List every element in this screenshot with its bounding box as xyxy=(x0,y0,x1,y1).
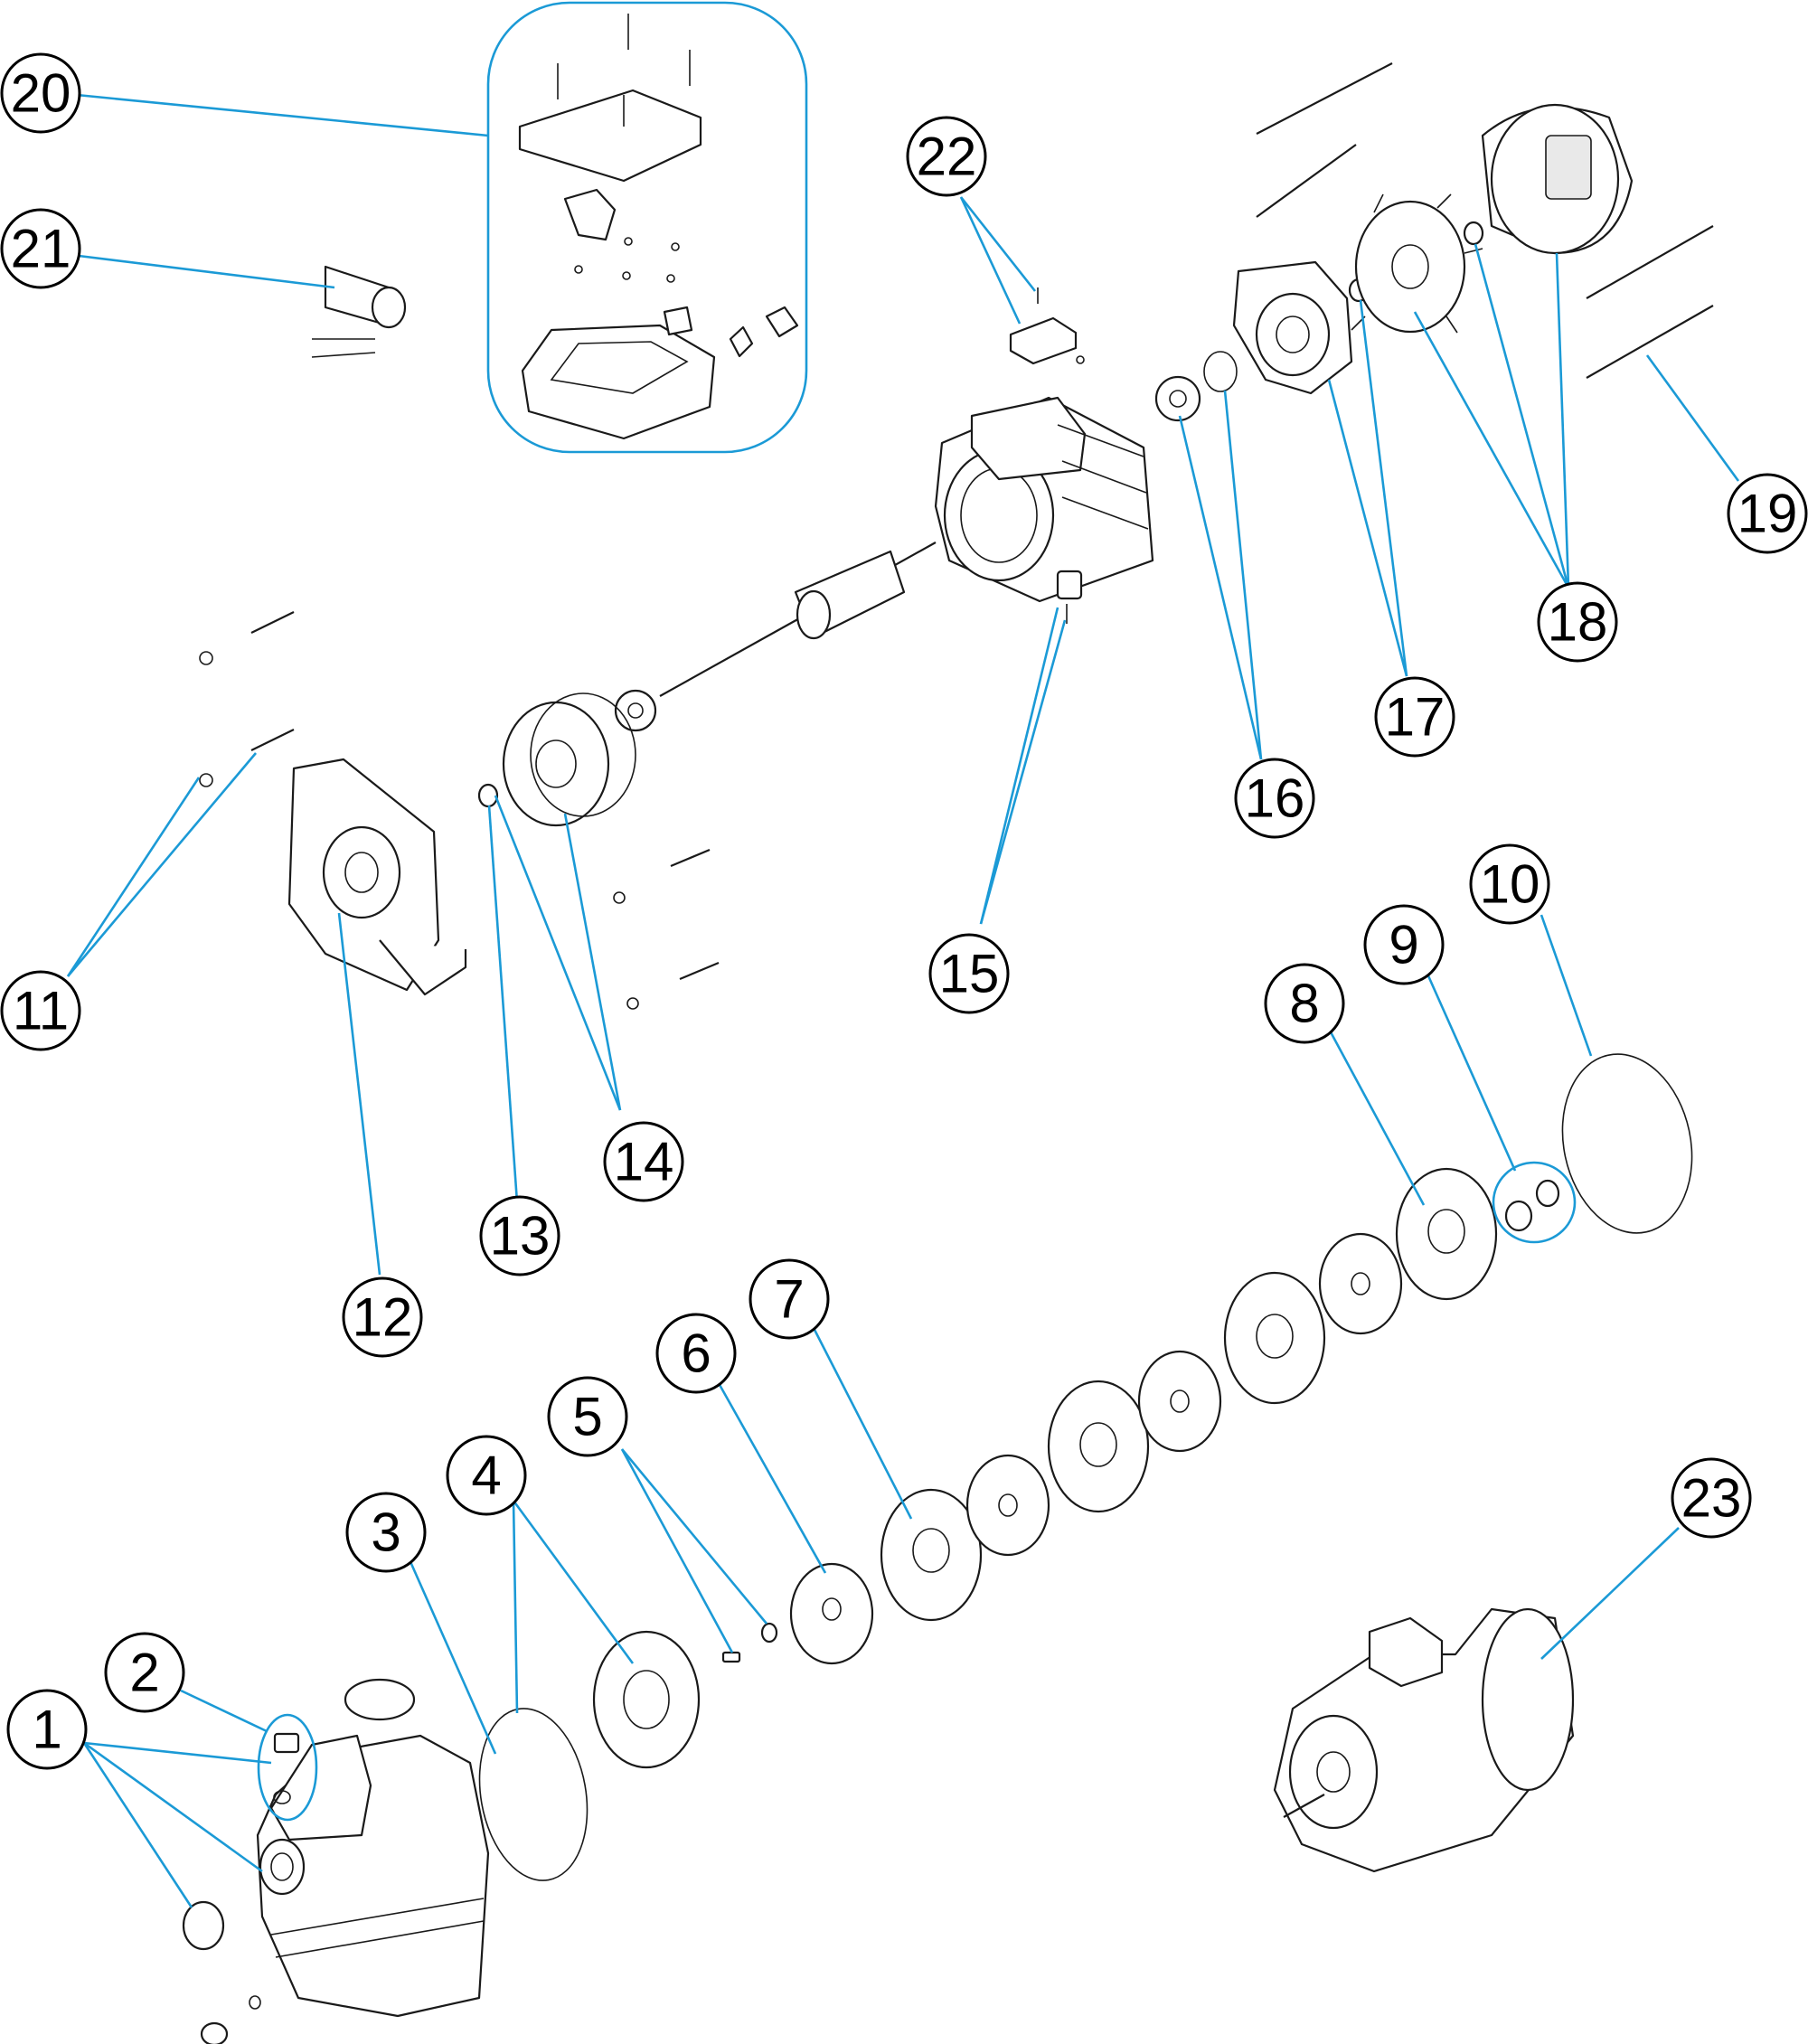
part-bearing-rear xyxy=(1154,351,1238,422)
callout-21-label: 21 xyxy=(11,219,71,279)
part-rotor-shaft xyxy=(614,542,937,732)
callout-15-label: 15 xyxy=(939,944,1000,1004)
part-tie-rods xyxy=(1256,62,1714,379)
callout-5-label: 5 xyxy=(572,1387,602,1447)
callout-3: 3 xyxy=(345,1492,427,1573)
part-oring-large xyxy=(1561,1053,1693,1234)
callout-18: 18 xyxy=(1537,581,1618,663)
callout-22-label: 22 xyxy=(917,127,977,187)
callout-17-label: 17 xyxy=(1385,687,1445,748)
part-priming-plug xyxy=(257,1713,318,1822)
part-impeller-stages xyxy=(789,1167,1498,1665)
callout-16-label: 16 xyxy=(1245,768,1305,829)
part-terminal-box-assembly xyxy=(486,1,808,454)
part-pump-body xyxy=(182,1678,490,2044)
callout-10: 10 xyxy=(1469,843,1550,925)
callout-10-label: 10 xyxy=(1480,854,1540,915)
callout-22: 22 xyxy=(906,116,987,197)
callout-15: 15 xyxy=(928,933,1010,1014)
callout-23-label: 23 xyxy=(1681,1468,1742,1529)
callout-7-label: 7 xyxy=(774,1269,804,1330)
callout-6-label: 6 xyxy=(681,1323,711,1384)
callout-11-label: 11 xyxy=(13,981,69,1041)
callout-4: 4 xyxy=(446,1435,527,1516)
callout-5: 5 xyxy=(547,1376,628,1457)
callout-17: 17 xyxy=(1374,676,1455,758)
callout-13-label: 13 xyxy=(490,1206,551,1267)
part-assembled-motor xyxy=(1273,1607,1575,1873)
callout-14-label: 14 xyxy=(614,1132,674,1192)
callout-20: 20 xyxy=(0,52,81,134)
callout-18-label: 18 xyxy=(1548,592,1608,653)
part-ejector-diffuser xyxy=(592,1630,701,1769)
part-pump-body-oring xyxy=(478,1708,589,1881)
callout-3-label: 3 xyxy=(371,1502,400,1563)
callout-6: 6 xyxy=(655,1313,737,1394)
callout-16: 16 xyxy=(1234,758,1315,839)
callout-20-label: 20 xyxy=(11,63,71,124)
callout-12: 12 xyxy=(342,1276,423,1358)
part-drain-plug xyxy=(1056,570,1083,624)
callout-14: 14 xyxy=(603,1121,684,1202)
part-impeller-nut xyxy=(721,1622,778,1663)
callout-9: 9 xyxy=(1363,904,1445,985)
callout-19: 19 xyxy=(1727,473,1808,554)
callout-7: 7 xyxy=(749,1258,830,1340)
callout-9-label: 9 xyxy=(1389,915,1418,975)
part-fan-and-cover xyxy=(1351,103,1634,334)
part-capacitor xyxy=(311,265,407,358)
callout-21: 21 xyxy=(0,208,81,289)
callout-19-label: 19 xyxy=(1737,484,1798,544)
callout-1-label: 1 xyxy=(32,1700,61,1760)
leader-lines xyxy=(66,93,1740,1908)
callout-8-label: 8 xyxy=(1289,974,1319,1034)
callout-12-label: 12 xyxy=(353,1287,413,1348)
callout-11: 11 xyxy=(0,970,81,1051)
part-motor-stator-housing xyxy=(934,396,1154,603)
callout-23: 23 xyxy=(1671,1457,1752,1539)
callout-8: 8 xyxy=(1264,963,1345,1044)
callout-2: 2 xyxy=(104,1632,185,1713)
part-motor-bracket xyxy=(287,758,467,996)
part-terminal-block xyxy=(1009,287,1085,365)
part-bracket-screws xyxy=(199,611,295,787)
part-stage-bearing xyxy=(1492,1161,1577,1244)
callout-1: 1 xyxy=(6,1689,88,1770)
callout-2-label: 2 xyxy=(129,1643,159,1703)
callout-13: 13 xyxy=(479,1195,560,1276)
part-rear-end-shield xyxy=(1232,260,1370,395)
callout-4-label: 4 xyxy=(471,1446,501,1506)
part-flange-screws xyxy=(613,848,720,1010)
part-mechanical-seal xyxy=(477,692,636,827)
